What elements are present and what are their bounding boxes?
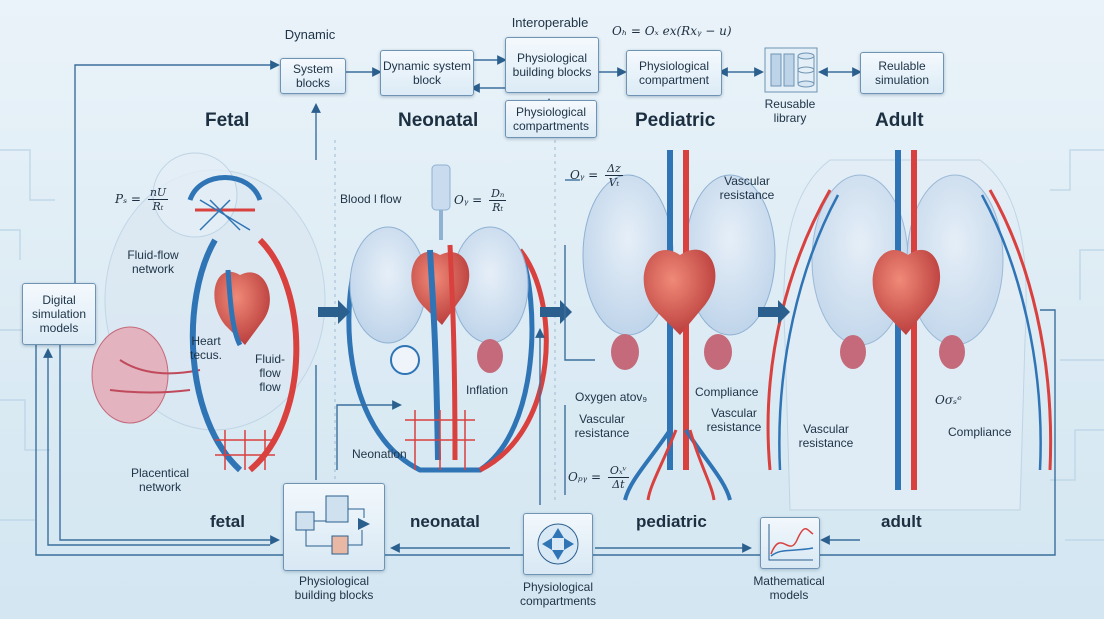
neonatal-illustration [349,165,546,470]
adult-vascular-resistance-label: Vascular resistance [790,422,862,450]
mathematical-models-label: Mathematical models [742,574,836,602]
heart-tecus-label: Heart tecus. [185,334,227,362]
vascular-resistance-top-label: Vascular resistance [712,174,782,202]
compliance-label: Compliance [695,385,758,399]
neonation-label: Neonation [352,447,407,461]
reusable-library-label: Reusable library [755,97,825,125]
inflation-label: Inflation [466,383,508,397]
library-database-icon [765,48,817,92]
vascular-resistance-left-label: Vascular resistance [570,412,634,440]
physiological-compartments-box[interactable]: Physiological compartments [505,100,597,138]
interoperable-label: Interoperable [500,16,600,30]
bottom-label-neonatal: neonatal [410,512,480,532]
fluid-flow-network-label: Fluid-flow network [118,248,188,276]
vascular-resistance-right-label: Vascular resistance [700,406,768,434]
adult-formula: Oσₛᵉ [935,393,962,407]
compartments-tile[interactable] [523,513,593,575]
reusable-simulation-box[interactable]: Reulable simulation [860,52,944,94]
line-chart-icon [761,518,819,568]
mathematical-models-tile[interactable] [760,517,820,569]
compartments-icon [524,514,592,574]
physiological-building-blocks-box[interactable]: Physiological building blocks [505,37,599,93]
bottom-label-fetal: fetal [210,512,245,532]
physiological-building-blocks-label: Physiological building blocks [283,574,385,602]
dynamic-label: Dynamic [280,28,340,42]
dynamic-system-block-box[interactable]: Dynamic system block [380,50,474,96]
physiological-compartments-label: Physiological compartments [512,580,604,608]
digital-simulation-models-box[interactable]: Digital simulation models [22,283,96,345]
stage-title-fetal: Fetal [205,110,249,132]
formula-top: Oₕ = Oₓ ex(Rxᵧ − u) [612,24,732,38]
system-blocks-box[interactable]: System blocks [280,58,346,94]
building-blocks-tile[interactable] [283,483,385,571]
bottom-label-adult: adult [881,512,922,532]
stage-title-adult: Adult [875,110,924,132]
oxygen-label: Oxygen atov₉ [575,390,647,404]
adult-compliance-label: Compliance [948,425,1011,439]
block-diagram-icon [284,484,384,570]
pediatric-illustration [583,150,775,500]
placentical-network-label: Placentical network [118,466,202,494]
fluid-flow-label: Fluid-flow flow [250,352,290,394]
stage-title-pediatric: Pediatric [635,110,715,132]
physiological-compartment-box[interactable]: Physiological compartment [626,50,722,96]
blood-flow-label: Blood l flow [340,192,401,206]
adult-illustration [768,150,1051,510]
bottom-label-pediatric: pediatric [636,512,707,532]
stage-title-neonatal: Neonatal [398,110,478,132]
